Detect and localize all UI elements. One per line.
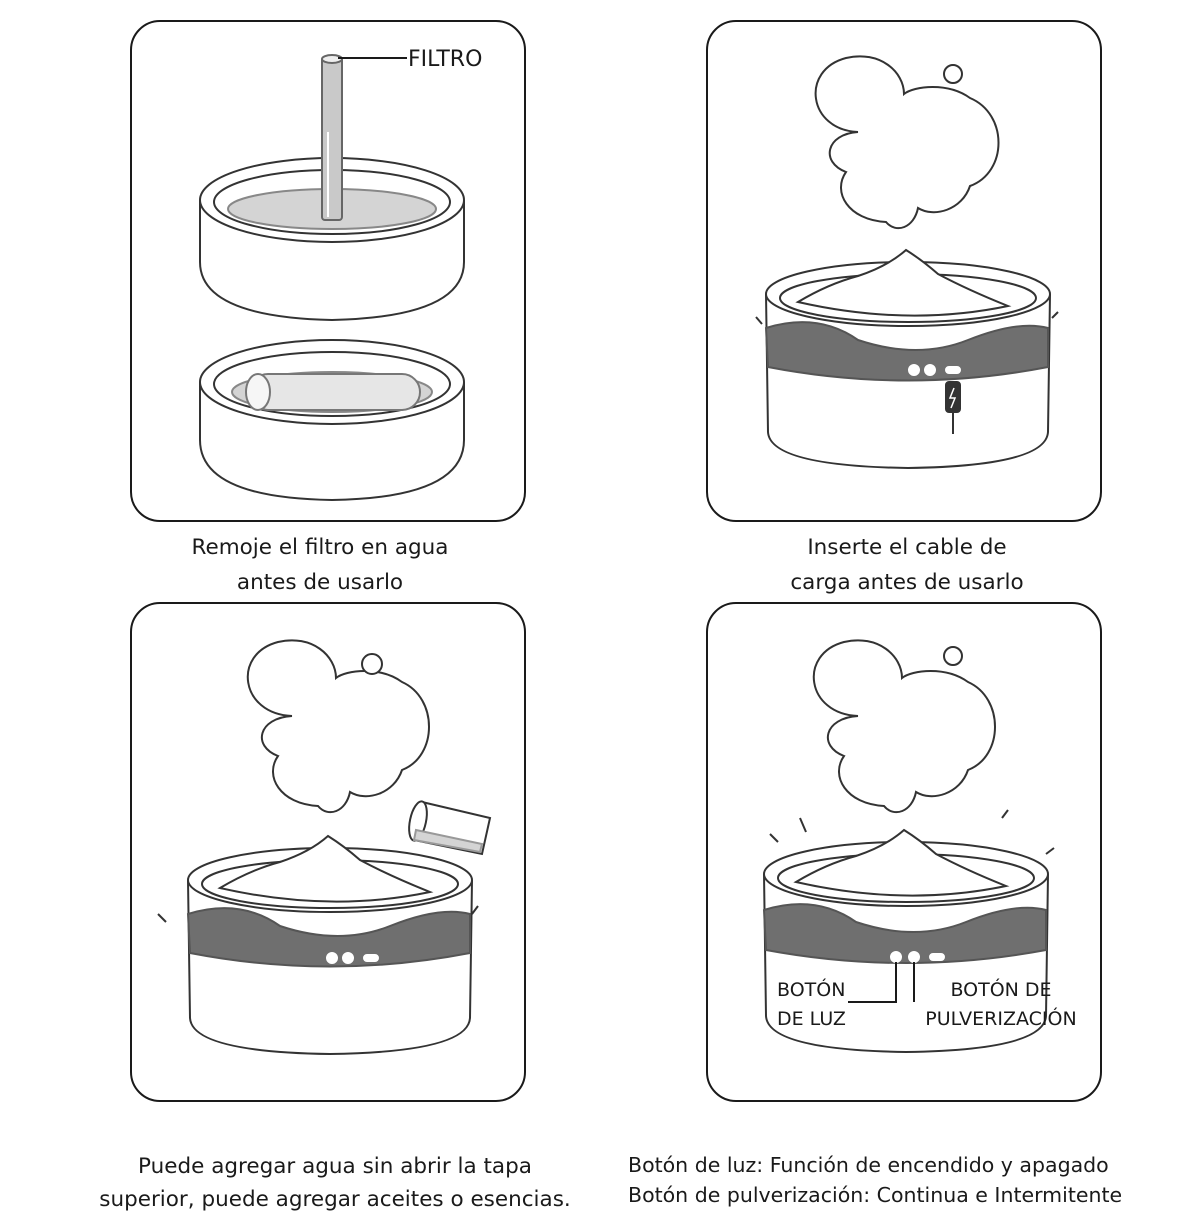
filtro-callout-label: FILTRO [408, 47, 483, 72]
caption-add-water: Puede agregar agua sin abrir la tapa sup… [60, 1150, 610, 1216]
buttons-diagram-illustration [762, 639, 1055, 1054]
panel-filter-soak [130, 20, 526, 522]
caption-filter-soak: Remoje el filtro en agua antes de usarlo [130, 530, 510, 600]
caption-buttons: Botón de luz: Función de encendido y apa… [628, 1150, 1188, 1210]
caption-line: Botón de pulverización: Continua e Inter… [628, 1183, 1123, 1207]
caption-charging-cable: Inserte el cable de carga antes de usarl… [692, 530, 1122, 600]
panel-add-water [130, 602, 526, 1102]
spray-button-callout-label: BOTÓN DE PULVERIZACIÓN [925, 979, 1077, 1030]
filter-diagram-illustration [199, 54, 465, 502]
panel-charging-cable [706, 20, 1102, 522]
panel-buttons [706, 602, 1102, 1102]
caption-line: carga antes de usarlo [790, 570, 1024, 595]
caption-line: Inserte el cable de [807, 535, 1007, 560]
caption-line: antes de usarlo [236, 570, 404, 595]
light-button-callout-label: BOTÓN DE LUZ [777, 979, 846, 1030]
light-button-callout-line [848, 962, 897, 1003]
add-water-diagram-illustration [157, 639, 492, 1056]
caption-line: Puede agregar agua sin abrir la tapa [138, 1154, 532, 1179]
caption-line: Botón de luz: Función de encendido y apa… [628, 1153, 1109, 1177]
caption-line: Remoje el filtro en agua [191, 535, 449, 560]
charging-diagram-illustration [755, 55, 1059, 470]
